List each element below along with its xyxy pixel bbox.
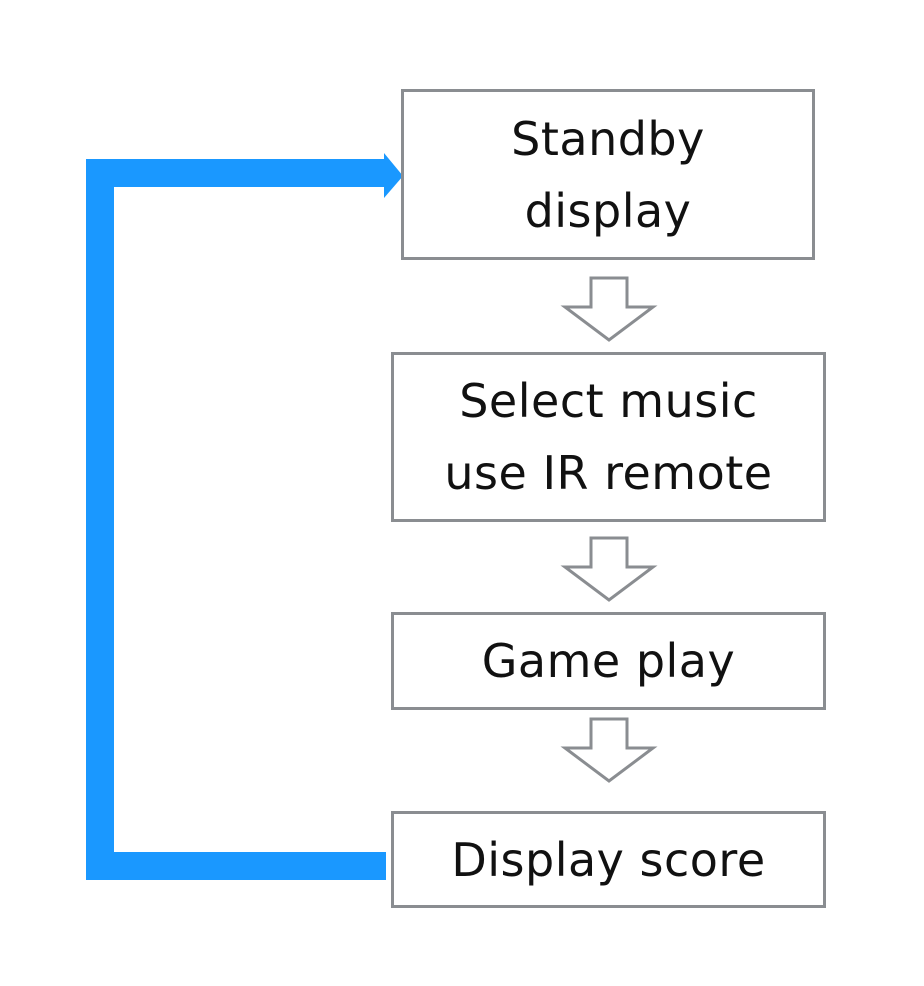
- step-select-music: Select music use IR remote: [391, 352, 826, 522]
- step-label: Select music use IR remote: [444, 374, 773, 500]
- step-game-play: Game play: [391, 612, 826, 710]
- step-label: Standby display: [511, 111, 705, 238]
- hollow-down-arrow-icon: [560, 276, 658, 342]
- step-display-score: Display score: [391, 811, 826, 908]
- hollow-down-arrow-icon: [560, 536, 658, 602]
- hollow-down-arrow-icon: [560, 717, 658, 783]
- loop-back-line: [86, 159, 386, 880]
- step-label: Display score: [451, 832, 766, 887]
- loop-back-arrowhead: [384, 153, 403, 198]
- step-label: Game play: [481, 634, 736, 688]
- step-standby-display: Standby display: [401, 89, 815, 260]
- loop-back-arrow-icon: [86, 153, 403, 880]
